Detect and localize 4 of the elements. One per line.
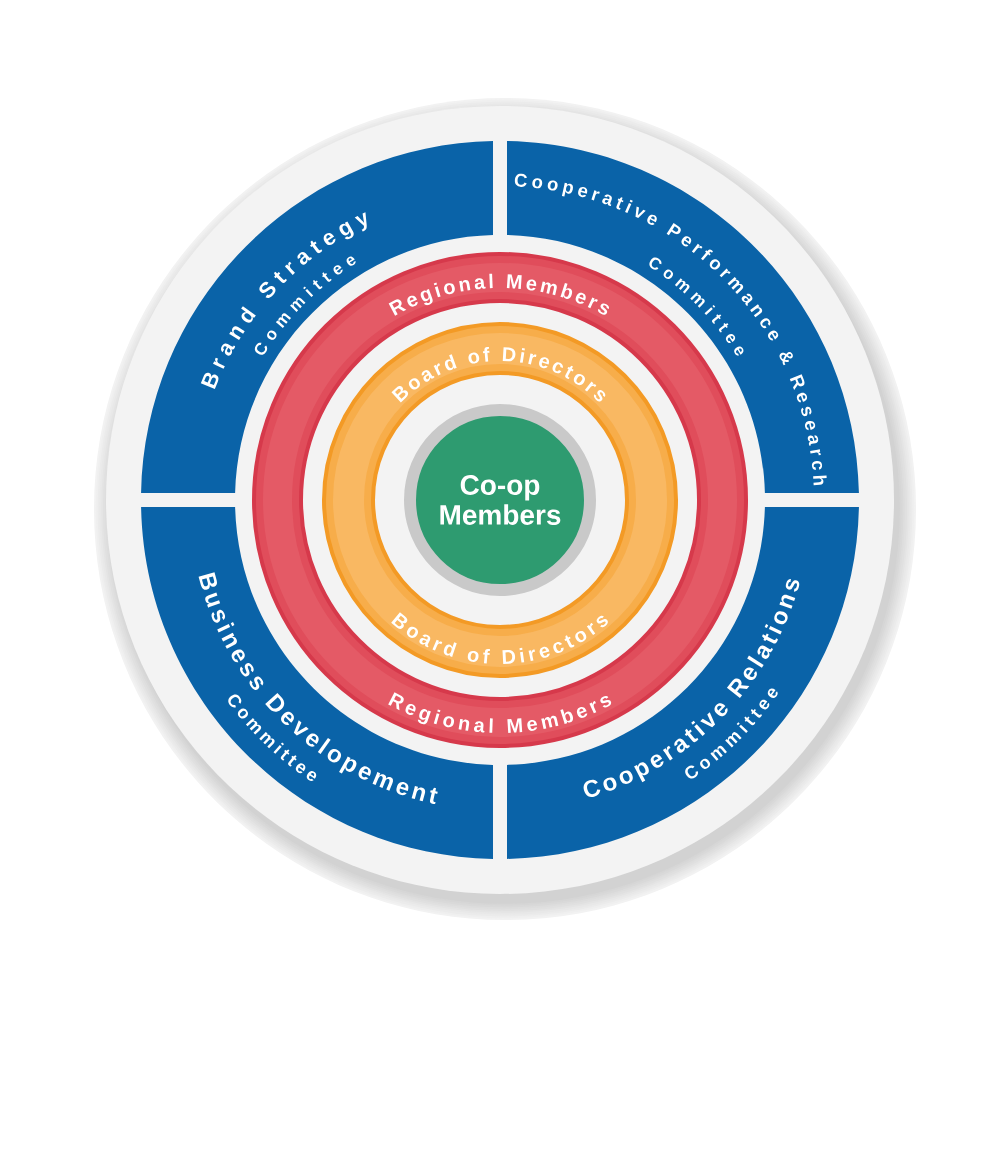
curved-label: Regional Members	[388, 273, 609, 316]
curved-label: Board of Directors	[391, 612, 608, 665]
curved-label: Board of Directors	[391, 347, 606, 403]
curved-label: Regional Members	[388, 692, 612, 733]
